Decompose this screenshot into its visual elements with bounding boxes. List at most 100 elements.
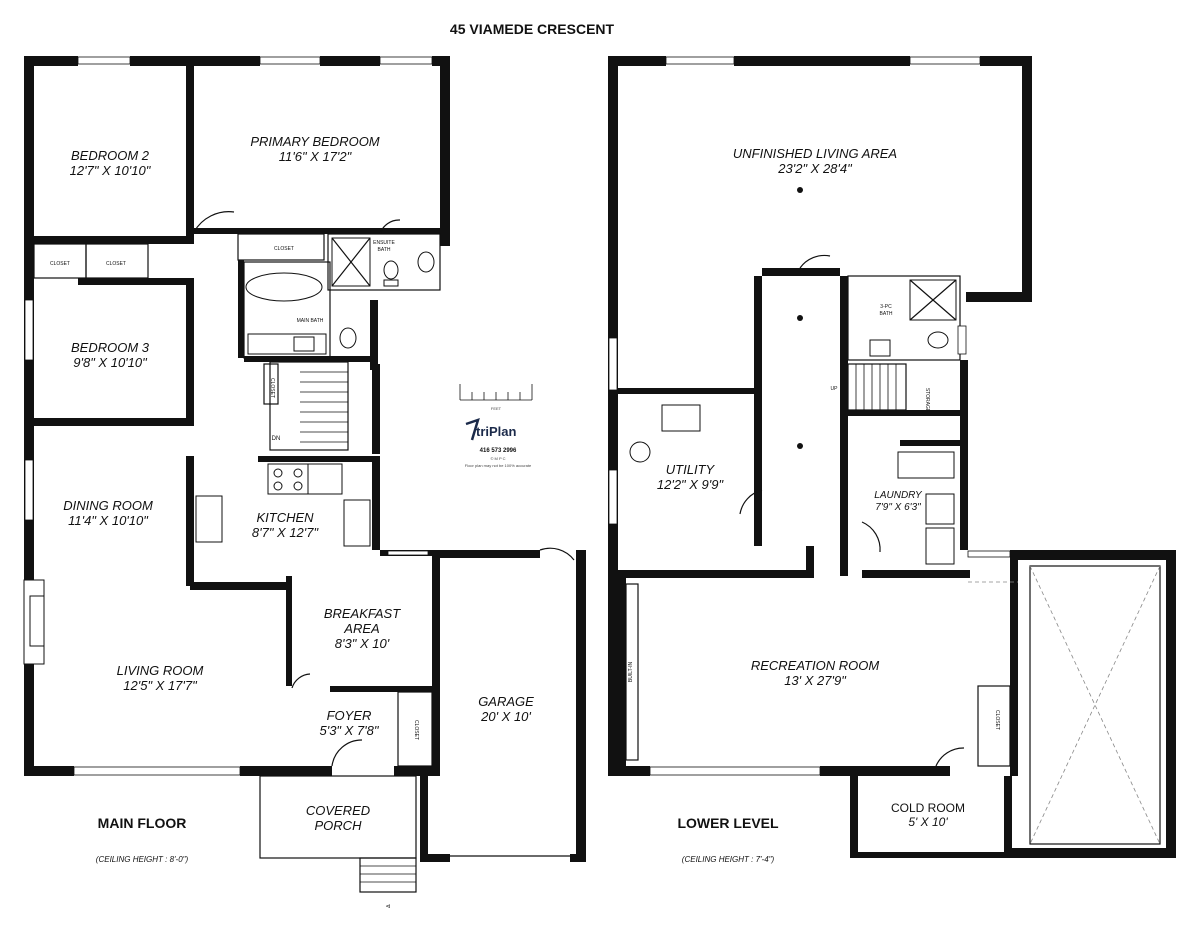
3pc-bath <box>847 275 961 361</box>
window <box>649 766 821 776</box>
sink <box>343 499 371 547</box>
light-fixture <box>797 443 803 449</box>
door-swing <box>539 547 575 561</box>
room-dims: 5'3" X 7'8" <box>319 723 379 738</box>
wall <box>330 686 432 692</box>
crawl-space <box>1029 565 1161 845</box>
wall <box>608 56 618 776</box>
room-name: UTILITY <box>666 462 716 477</box>
window <box>24 459 34 521</box>
closet <box>397 691 433 767</box>
dryer <box>925 527 955 565</box>
wall <box>570 854 586 862</box>
wall <box>734 56 910 66</box>
room-name: PRIMARY BEDROOM <box>250 134 379 149</box>
room-dims: 7'9" X 6'3" <box>875 502 921 513</box>
wall <box>966 292 1032 302</box>
door-swing <box>331 739 363 767</box>
built-in-label: BUILT-IN <box>628 662 634 683</box>
door-swing <box>799 254 831 269</box>
wall <box>370 300 378 370</box>
bath-label: 3-PC <box>880 304 892 310</box>
wall <box>190 582 286 590</box>
window <box>379 56 433 65</box>
window <box>608 469 618 525</box>
wall <box>1166 550 1176 858</box>
door-swing <box>291 673 311 689</box>
main-floor-ceiling: (CEILING HEIGHT : 8'-0") <box>96 855 189 864</box>
wall <box>420 854 450 862</box>
wall <box>1018 550 1176 560</box>
room-dims: 8'7" X 12'7" <box>252 525 320 540</box>
room-dims: 5' X 10' <box>908 815 948 829</box>
wall <box>238 260 244 358</box>
room-dims: 8'3" X 10' <box>335 636 390 651</box>
fridge <box>195 495 223 543</box>
wall <box>840 276 848 576</box>
main-bath-label: MAIN BATH <box>297 318 324 324</box>
toilet <box>383 260 399 280</box>
stair-dn-label: DN <box>272 436 281 442</box>
entry-arrow: ⊲ <box>385 904 390 910</box>
light-fixture <box>797 187 803 193</box>
closet-label: CLOSET <box>274 246 294 252</box>
wall <box>420 776 428 862</box>
wall <box>1004 776 1012 858</box>
wall <box>186 56 194 236</box>
closet-label: CLOSET <box>106 261 126 267</box>
room-name: LAUNDRY <box>874 490 923 501</box>
wall <box>372 364 380 454</box>
toilet <box>339 327 357 349</box>
wall <box>244 356 378 362</box>
wall <box>186 285 194 420</box>
wall <box>34 418 194 426</box>
room-name: BREAKFAST <box>324 606 401 621</box>
storage-label: STORAGE <box>924 388 930 413</box>
wall <box>24 56 34 776</box>
room-name: LIVING ROOM <box>117 663 204 678</box>
bath-label: BATH <box>880 311 893 317</box>
counter <box>307 463 343 495</box>
wall <box>618 388 758 394</box>
window <box>957 325 967 355</box>
room-name: BEDROOM 2 <box>71 148 150 163</box>
window <box>608 337 618 391</box>
door-swing <box>739 489 763 515</box>
room-name: PORCH <box>315 818 363 833</box>
room-dims: 12'5" X 17'7" <box>123 678 198 693</box>
wall <box>394 766 434 776</box>
window <box>665 56 735 65</box>
ensuite-label: ENSUITE <box>373 240 395 246</box>
stairs <box>847 363 907 411</box>
scale-bar <box>459 384 533 401</box>
sink <box>293 336 315 352</box>
room-name: BEDROOM 3 <box>71 340 150 355</box>
wall <box>980 56 1032 66</box>
brand-phone: 416 573 2996 <box>480 448 517 454</box>
wall <box>862 570 970 578</box>
lower-level-label: LOWER LEVEL <box>677 815 779 831</box>
ensuite-label: BATH <box>378 247 391 253</box>
wall <box>130 56 260 66</box>
wall <box>258 456 380 462</box>
room-dims: 11'4" X 10'10" <box>68 513 149 528</box>
wall <box>440 56 450 246</box>
porch-steps <box>359 857 417 893</box>
triplan-logo: FEET triPlan 416 573 2996 © M P C Floor … <box>459 384 533 468</box>
room-dims: 9'8" X 10'10" <box>73 355 148 370</box>
lower-level-ceiling: (CEILING HEIGHT : 7'-4") <box>682 855 775 864</box>
wall <box>320 56 380 66</box>
sink <box>869 339 891 357</box>
wall <box>24 56 78 66</box>
window <box>387 550 429 556</box>
closet-label: CLOSET <box>50 261 70 267</box>
room-dims: 11'6" X 17'2" <box>279 149 353 164</box>
room-name: FOYER <box>327 708 372 723</box>
stair-treads <box>300 371 348 443</box>
room-name: AREA <box>343 621 379 636</box>
window <box>73 766 241 776</box>
triplan-mark-icon <box>465 418 480 441</box>
sink <box>417 251 435 273</box>
wall <box>754 276 762 546</box>
washer <box>925 493 955 525</box>
